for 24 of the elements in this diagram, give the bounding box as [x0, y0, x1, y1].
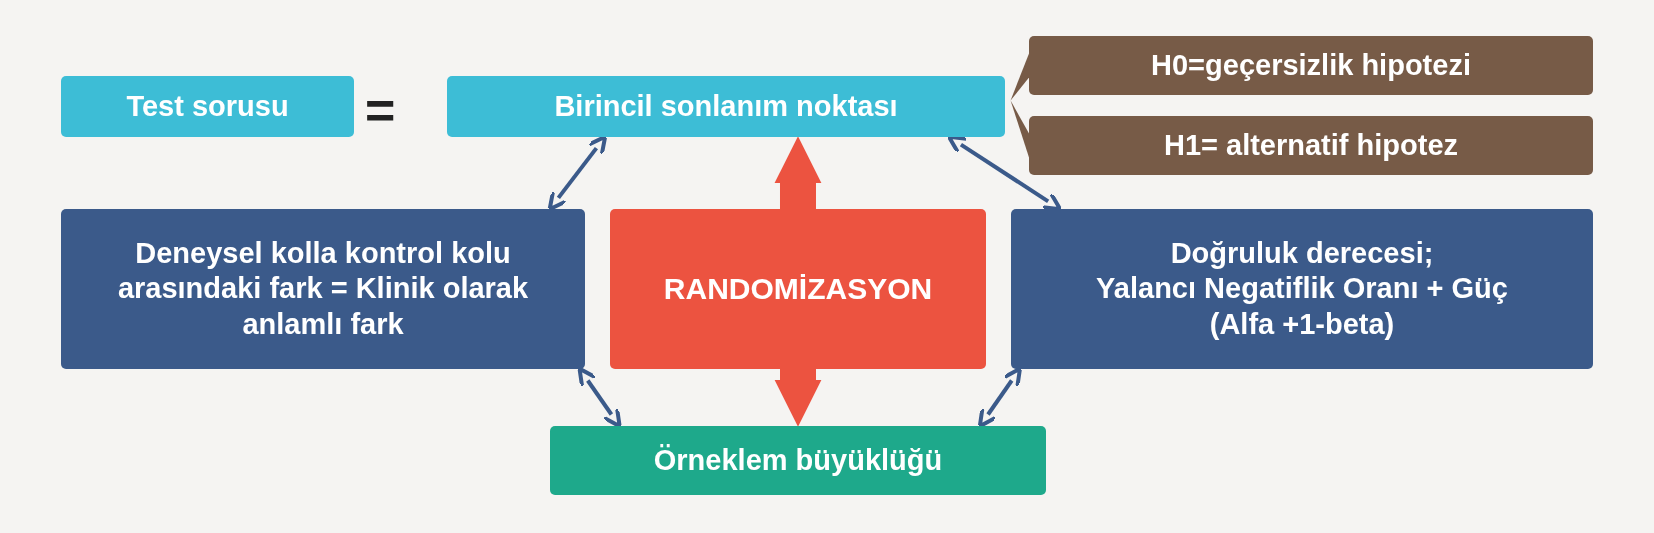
box-text: H0=geçersizlik hipotezi	[1151, 47, 1471, 83]
text-box	[61, 76, 354, 137]
equals-sign: =	[365, 80, 396, 140]
text-box	[61, 209, 585, 369]
callout-tail	[1010, 53, 1029, 101]
callout-tail	[1010, 100, 1029, 158]
double-arrow	[577, 366, 622, 429]
text-box	[1011, 209, 1593, 369]
box-text: Birincil sonlanım noktası	[554, 88, 898, 124]
double-arrow	[977, 366, 1022, 429]
box-text: Yalancı Negatiflik Oranı + Güç (Alfa +1-beta)	[1095, 271, 1509, 342]
box-text: H1= alternatif hipotez	[1163, 127, 1459, 163]
text-box	[550, 426, 1046, 495]
box-text: Test sorusu	[126, 88, 289, 124]
double-arrow	[946, 134, 1063, 212]
thick-arrow	[774, 136, 822, 209]
box-text: Doğruluk derecesi;	[1170, 235, 1434, 271]
box-text: Deneysel kolla kontrol kolu arasındaki fark = Klinik olarak anlamlı fark	[116, 235, 530, 342]
box-text: Örneklem büyüklüğü	[653, 442, 943, 478]
box-text: RANDOMİZASYON	[663, 270, 933, 307]
text-box	[447, 76, 1005, 137]
double-arrow	[547, 134, 608, 212]
text-box	[610, 209, 986, 369]
thick-arrow	[774, 369, 822, 427]
